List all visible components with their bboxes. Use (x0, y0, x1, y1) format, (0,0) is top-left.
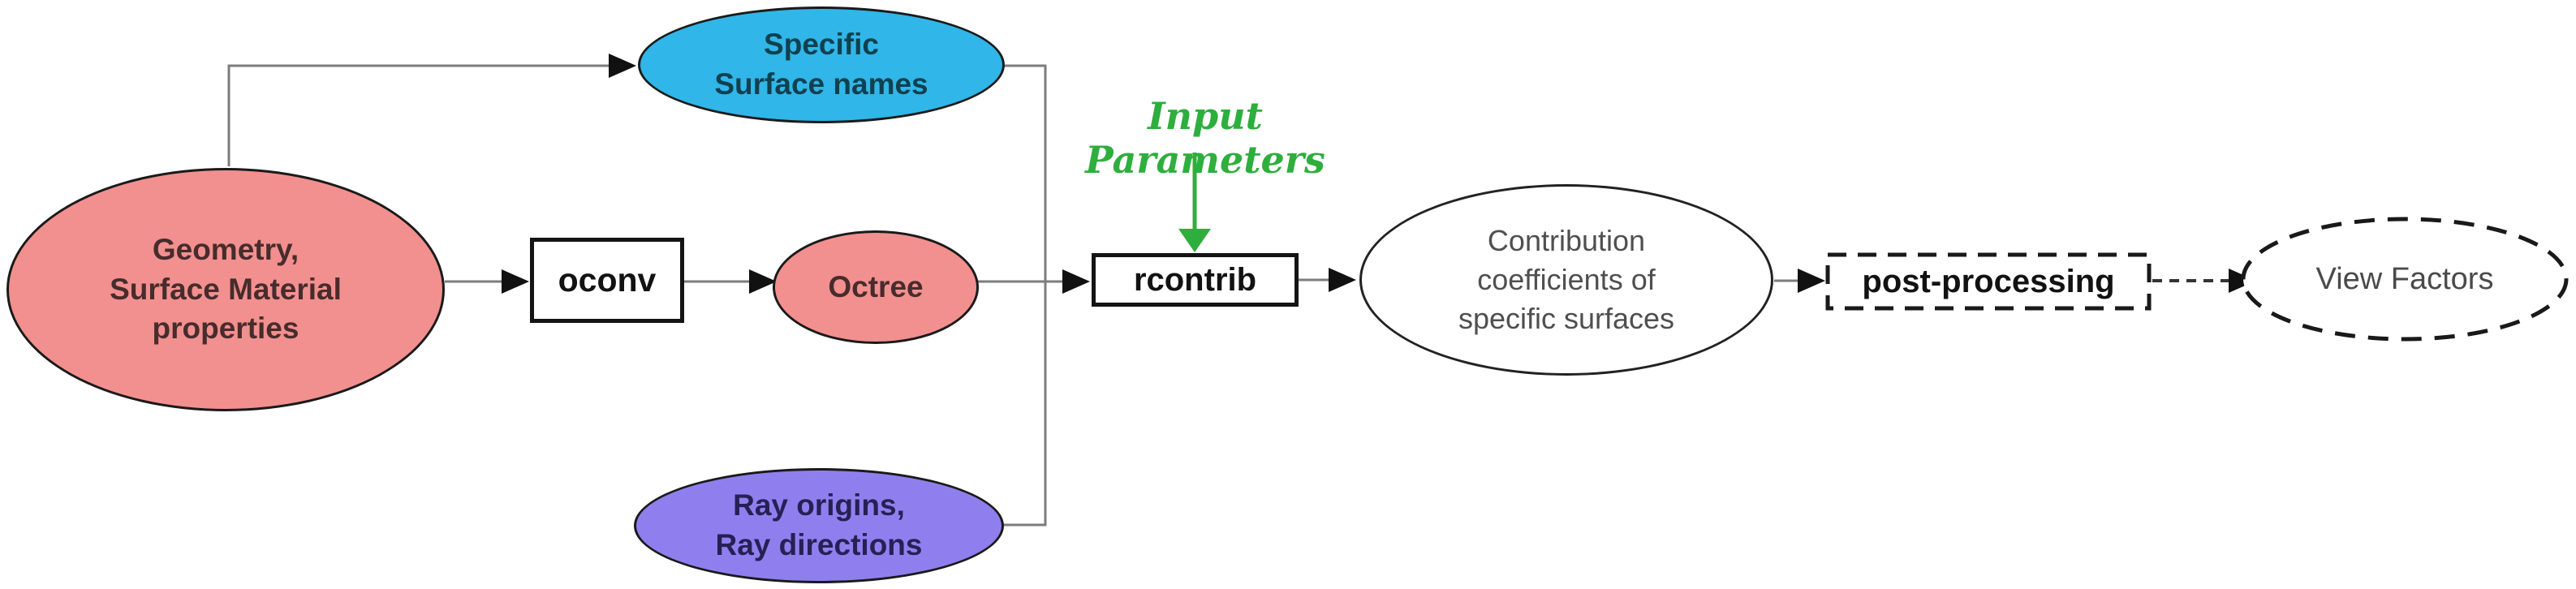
node-ray-label: Ray origins, Ray directions (715, 488, 923, 561)
arrowhead-into-oconv (502, 269, 529, 294)
node-view-factors: View Factors (2243, 219, 2566, 339)
input-parameters-label: Input Parameters (1085, 94, 1325, 182)
arrowhead-into-viewfactors (2229, 269, 2256, 293)
node-post-processing: post-processing (1828, 255, 2149, 308)
post-processing-box-outline (1825, 252, 2152, 311)
node-rcontrib: rcontrib (1092, 253, 1299, 307)
connector-geometry-to-specific-names (227, 64, 609, 166)
node-contribution-label: Contribution coefficients of specific su… (1458, 223, 1675, 336)
arrowhead-into-rcontrib (1062, 269, 1090, 294)
node-contribution-coefficients: Contribution coefficients of specific su… (1359, 184, 1773, 376)
node-ray-origins-directions: Ray origins, Ray directions (634, 468, 1004, 583)
arrowhead-into-postprocessing (1798, 269, 1825, 293)
node-view-factors-label: View Factors (2315, 261, 2494, 296)
node-geometry-label: Geometry, Surface Material properties (110, 232, 342, 346)
node-rcontrib-label: rcontrib (1133, 261, 1257, 298)
connector-merge-rail (998, 64, 1047, 527)
arrowhead-into-octree (749, 269, 777, 294)
node-oconv: oconv (530, 238, 684, 323)
node-octree: Octree (773, 230, 979, 344)
node-post-processing-label: post-processing (1862, 263, 2115, 299)
arrowhead-into-contribution (1329, 268, 1356, 292)
node-oconv-label: oconv (558, 261, 657, 299)
input-parameters-annotation: Input Parameters (1023, 94, 1388, 182)
node-specific-surface-names: Specific Surface names (638, 6, 1005, 123)
arrowhead-into-specific-names (609, 54, 636, 78)
arrowhead-input-parameters (1178, 229, 1211, 252)
node-octree-label: Octree (828, 269, 924, 303)
node-geometry-surface-material: Geometry, Surface Material properties (6, 168, 445, 411)
node-specific-surface-names-label: Specific Surface names (714, 28, 928, 101)
view-factors-ellipse-outline (2241, 217, 2569, 342)
